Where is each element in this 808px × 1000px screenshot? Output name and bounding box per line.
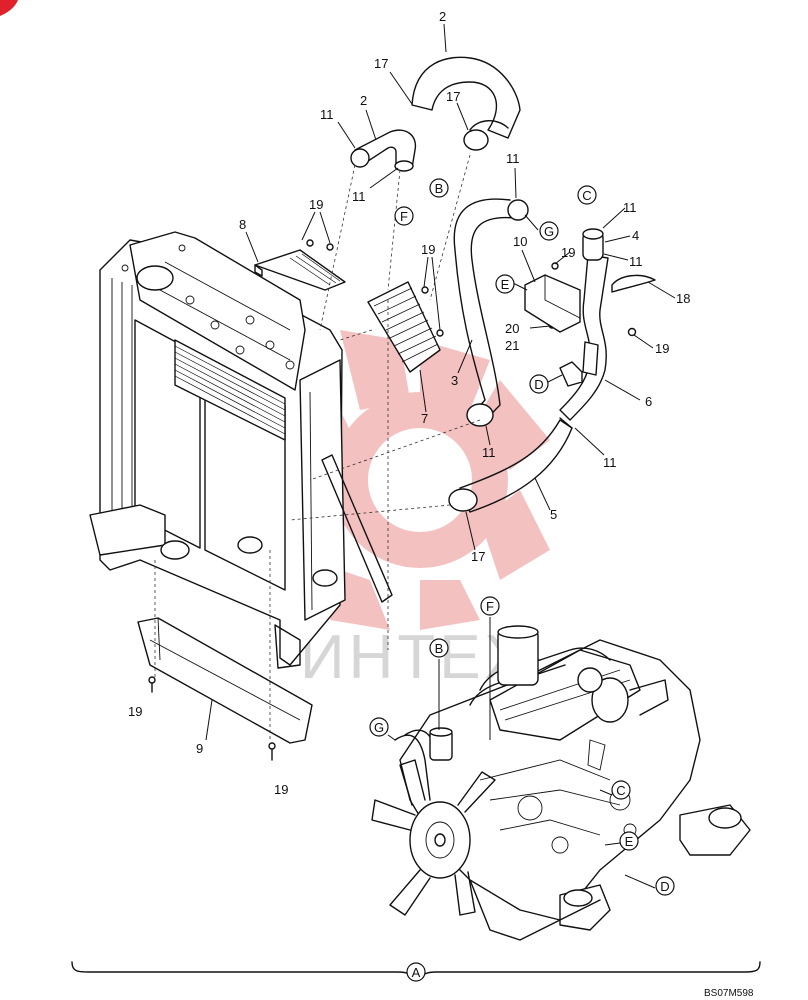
part-number: 17 <box>471 549 485 564</box>
part-number: 10 <box>513 234 527 249</box>
part-number: 9 <box>196 741 203 756</box>
part-number: 19 <box>128 704 142 719</box>
connection-marker-f: F <box>394 206 414 226</box>
svg-text:B: B <box>435 181 444 196</box>
part-number: 5 <box>550 507 557 522</box>
part-number: 19 <box>421 242 435 257</box>
part-number: 6 <box>645 394 652 409</box>
connection-marker-d-engine: D <box>655 876 675 896</box>
part-labels: 2 17 17 2 11 11 11 8 19 19 10 19 11 4 11… <box>128 9 690 797</box>
part-number: 8 <box>239 217 246 232</box>
connection-lines <box>154 154 481 740</box>
corner-mark <box>0 0 18 16</box>
part-number: 3 <box>451 373 458 388</box>
connection-marker-f-engine: F <box>480 596 500 616</box>
part-number: 11 <box>506 151 520 166</box>
engine-block <box>371 625 751 941</box>
engine-leaders <box>387 617 656 889</box>
svg-text:G: G <box>374 720 384 735</box>
svg-text:E: E <box>625 834 634 849</box>
connection-marker-e: E <box>495 274 515 294</box>
svg-text:G: G <box>544 224 554 239</box>
part-number: 20 <box>505 321 519 336</box>
part-2-elbow-hose <box>350 129 417 172</box>
connection-marker-g: G <box>539 221 559 241</box>
connection-markers: B F G C E D F B <box>369 178 675 982</box>
connection-marker-d: D <box>529 374 549 394</box>
svg-text:E: E <box>501 277 510 292</box>
part-number: 19 <box>309 197 323 212</box>
part-number: 2 <box>360 93 367 108</box>
svg-text:C: C <box>616 783 625 798</box>
connection-marker-b-engine: B <box>429 638 449 658</box>
part-number: 11 <box>603 455 617 470</box>
svg-text:C: C <box>582 188 591 203</box>
connection-marker-a: A <box>406 962 426 982</box>
svg-text:B: B <box>435 641 444 656</box>
part-number: 2 <box>439 9 446 24</box>
watermark-text: ИНТЕХ <box>300 623 530 692</box>
radiator-assembly <box>89 231 393 669</box>
part-number: 19 <box>561 245 575 260</box>
svg-text:F: F <box>486 599 494 614</box>
part-number: 21 <box>505 338 519 353</box>
connection-marker-e-engine: E <box>619 831 639 851</box>
connection-marker-c-engine: C <box>611 780 631 800</box>
part-number: 7 <box>421 411 428 426</box>
part-9-bracket <box>254 249 346 291</box>
drawing-code: BS07M598 <box>704 988 754 999</box>
part-number: 11 <box>629 254 643 269</box>
part-4-upper-hose <box>411 56 521 151</box>
part-8-cover <box>367 281 441 373</box>
part-number: 11 <box>482 445 496 460</box>
part-number: 18 <box>676 291 690 306</box>
part-number: 17 <box>446 89 460 104</box>
part-number: 17 <box>374 56 388 71</box>
leader-lines <box>205 23 676 741</box>
part-6-lower-hose <box>448 417 573 513</box>
part-number: 11 <box>320 107 334 122</box>
connection-marker-c: C <box>577 185 597 205</box>
svg-text:D: D <box>660 879 669 894</box>
part-number: 19 <box>274 782 288 797</box>
svg-text:A: A <box>412 965 421 980</box>
part-11-bracket <box>524 274 583 387</box>
connection-marker-g-engine: G <box>369 717 389 737</box>
part-number: 11 <box>623 200 637 215</box>
part-19-clip <box>611 274 656 293</box>
part-10-lower-cover <box>137 617 313 744</box>
svg-text:F: F <box>400 209 408 224</box>
part-number: 19 <box>655 341 669 356</box>
part-3-long-hose <box>453 198 529 427</box>
connection-marker-b: B <box>429 178 449 198</box>
svg-text:D: D <box>534 377 543 392</box>
part-7-pipe <box>559 228 609 421</box>
part-number: 11 <box>352 189 366 204</box>
part-number: 4 <box>632 228 639 243</box>
